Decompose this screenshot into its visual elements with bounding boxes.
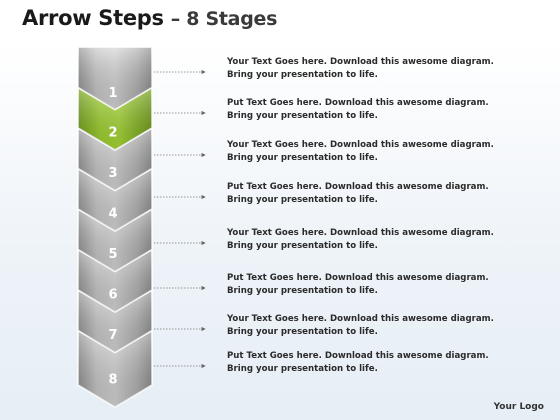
chevron-shade-7 <box>78 290 152 353</box>
step-number-1: 1 <box>108 86 117 101</box>
chevron-shade-2 <box>78 87 152 150</box>
chevron-shade-1 <box>78 47 152 110</box>
step-number-5: 5 <box>108 247 117 262</box>
chevron-shade-8 <box>78 330 152 407</box>
step-text-line1: Your Text Goes here. Download this aweso… <box>227 140 494 150</box>
step-text-line1: Put Text Goes here. Download this awesom… <box>227 351 489 361</box>
step-number-4: 4 <box>108 207 117 222</box>
step-text-line2: Bring your presentation to life. <box>227 241 378 251</box>
logo-text: Your Logo <box>493 402 544 412</box>
title-bar: Arrow Steps – 8 Stages <box>0 0 560 42</box>
step-number-8: 8 <box>108 373 117 388</box>
step-text-3: Your Text Goes here. Download this aweso… <box>227 139 547 165</box>
title-main: Arrow Steps <box>22 6 164 30</box>
step-text-line2: Bring your presentation to life. <box>227 364 378 374</box>
step-text-8: Put Text Goes here. Download this awesom… <box>227 350 547 376</box>
step-text-line1: Put Text Goes here. Download this awesom… <box>227 98 489 108</box>
step-text-line2: Bring your presentation to life. <box>227 286 378 296</box>
step-text-line1: Put Text Goes here. Download this awesom… <box>227 273 489 283</box>
step-number-7: 7 <box>108 328 117 343</box>
step-text-line1: Put Text Goes here. Download this awesom… <box>227 182 489 192</box>
step-text-line2: Bring your presentation to life. <box>227 70 378 80</box>
step-text-line2: Bring your presentation to life. <box>227 153 378 163</box>
step-text-line2: Bring your presentation to life. <box>227 327 378 337</box>
step-number-3: 3 <box>108 166 117 181</box>
step-number-2: 2 <box>108 126 117 141</box>
chevron-shade-5 <box>78 209 152 272</box>
chevron-shade-4 <box>78 168 152 231</box>
step-text-4: Put Text Goes here. Download this awesom… <box>227 181 547 207</box>
chevron-shade-3 <box>78 128 152 191</box>
page-title: Arrow Steps – 8 Stages <box>22 6 277 30</box>
step-text-6: Put Text Goes here. Download this awesom… <box>227 272 547 298</box>
step-text-line2: Bring your presentation to life. <box>227 111 378 121</box>
step-text-line1: Your Text Goes here. Download this aweso… <box>227 228 494 238</box>
step-text-line1: Your Text Goes here. Download this aweso… <box>227 57 494 67</box>
step-text-line1: Your Text Goes here. Download this aweso… <box>227 314 494 324</box>
title-subtitle: – 8 Stages <box>170 8 278 30</box>
step-number-6: 6 <box>108 288 117 303</box>
step-text-2: Put Text Goes here. Download this awesom… <box>227 97 547 123</box>
step-text-5: Your Text Goes here. Download this aweso… <box>227 227 547 253</box>
step-text-line2: Bring your presentation to life. <box>227 195 378 205</box>
step-text-7: Your Text Goes here. Download this aweso… <box>227 313 547 339</box>
chevron-shade-6 <box>78 249 152 312</box>
step-text-1: Your Text Goes here. Download this aweso… <box>227 56 547 82</box>
